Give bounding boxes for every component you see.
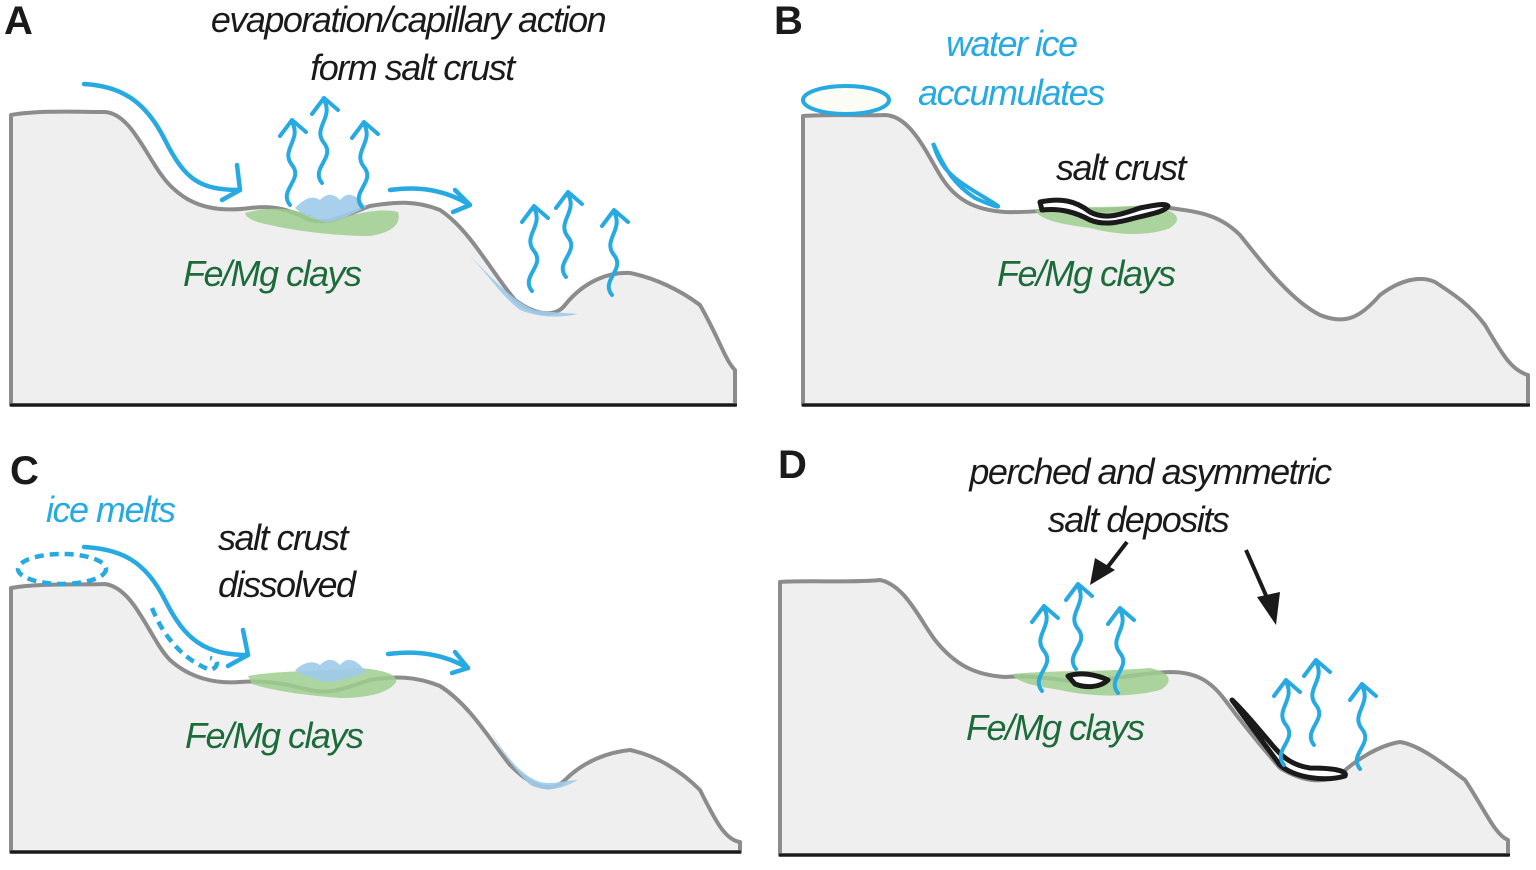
- evaporation-arrow: [554, 190, 584, 279]
- pond-water: [295, 194, 366, 222]
- pointer-arrowhead: [1090, 558, 1115, 585]
- outflow-arrowhead: [449, 649, 471, 676]
- salt-crust-label: salt crust: [1056, 147, 1189, 188]
- runoff-arrow: [81, 81, 243, 193]
- evaporation-arrow: [1302, 658, 1332, 747]
- evaporation-arrow: [1064, 582, 1094, 671]
- pointer-arrow-asymmetric: [1244, 549, 1270, 601]
- melted-ice-outline: [15, 551, 109, 587]
- pointer-arrowhead: [1257, 592, 1280, 625]
- ice-slope-deposit: [931, 142, 1001, 209]
- evaporation-arrow: [350, 120, 380, 209]
- asymmetric-salt-deposit: [1229, 697, 1348, 782]
- clay-deposit: [245, 208, 399, 236]
- panel-c: C ice melts salt crust dissolved Fe/Mg c…: [9, 449, 742, 854]
- panel-a: A evaporation/capillary action form salt…: [4, 0, 737, 407]
- evaporation-arrow: [520, 204, 550, 293]
- terrain-profile: [778, 578, 1510, 857]
- runoff-arrowhead: [219, 162, 243, 203]
- outflow-arrowhead: [450, 187, 473, 215]
- panel-a-title-line2: form salt crust: [310, 47, 517, 88]
- terrain-profile: [9, 582, 742, 854]
- panel-b: B water ice accumulates salt crust Fe/Mg…: [774, 0, 1530, 407]
- panel-letter-b: B: [774, 0, 803, 43]
- clay-label: Fe/Mg clays: [997, 253, 1176, 294]
- panel-letter-d: D: [778, 443, 807, 487]
- clay-label: Fe/Mg clays: [185, 715, 364, 756]
- perched-salt-deposit: [1065, 671, 1111, 690]
- evaporation-arrow: [310, 96, 340, 185]
- panel-letter-a: A: [4, 0, 33, 43]
- panel-letter-c: C: [10, 449, 39, 493]
- panel-a-title-line1: evaporation/capillary action: [211, 0, 606, 40]
- clay-label: Fe/Mg clays: [183, 253, 362, 294]
- meltwater-arrowhead: [225, 627, 251, 669]
- salt-dissolved-line2: dissolved: [218, 564, 357, 605]
- salt-dissolved-line1: salt crust: [218, 517, 351, 558]
- outflow-arrow: [387, 186, 473, 208]
- ice-melts-label: ice melts: [46, 489, 176, 530]
- ice-label-line2: accumulates: [918, 72, 1105, 113]
- lower-pond-water: [490, 730, 578, 790]
- meltwater-arrow: [81, 544, 251, 658]
- terrain-profile: [801, 113, 1530, 407]
- panel-d-title-line2: salt deposits: [1048, 499, 1230, 540]
- pond-water: [295, 659, 366, 682]
- ice-cap: [801, 84, 891, 116]
- salt-crust: [1037, 197, 1171, 226]
- terrain-profile: [9, 109, 737, 407]
- lower-pond-water: [466, 252, 578, 317]
- clay-label: Fe/Mg clays: [966, 707, 1145, 748]
- clay-deposit: [248, 668, 397, 698]
- evaporation-arrow: [278, 118, 308, 207]
- outflow-arrow: [385, 650, 471, 671]
- ice-label-line1: water ice: [946, 23, 1077, 64]
- panel-d: D perched and asymmetric salt deposits F…: [778, 443, 1510, 857]
- panel-d-title-line1: perched and asymmetric: [968, 451, 1332, 492]
